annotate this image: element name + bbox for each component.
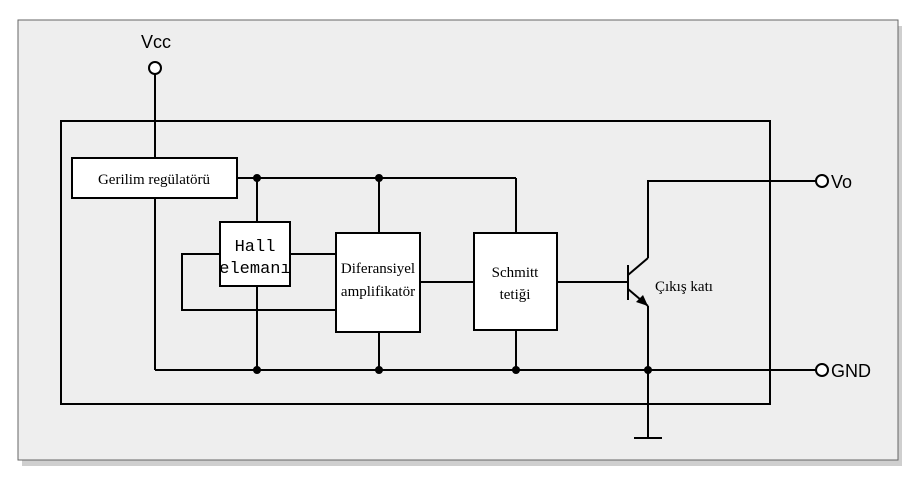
schmitt-label-line2: tetiği (500, 287, 531, 303)
vo-label: Vo (831, 172, 852, 192)
regulator-label: Gerilim regülatörü (98, 172, 211, 188)
hall-label-line1: Hall (235, 238, 276, 257)
schmitt-label-line1: Schmitt (492, 265, 540, 281)
vcc-label: Vcc (141, 32, 171, 52)
junction-dot (253, 174, 261, 182)
amp-label-line1: Diferansiyel (341, 261, 415, 277)
junction-dot (375, 366, 383, 374)
vo-terminal (815, 174, 829, 188)
vcc-terminal (148, 61, 162, 75)
junction-dot (644, 366, 652, 374)
gnd-label: GND (831, 361, 871, 381)
junction-dot (253, 366, 261, 374)
amp-label-line2: amplifikatör (341, 284, 415, 300)
collector-to-vo-wire (647, 180, 816, 258)
hall-label-line2: elemanı (219, 260, 290, 279)
hall-loop-lower (181, 253, 336, 311)
emitter-arrow-icon (636, 295, 648, 306)
transistor-collector (627, 257, 649, 276)
gnd-terminal (815, 363, 829, 377)
differential-amplifier-block (335, 232, 421, 333)
diagram-panel (17, 19, 899, 461)
junction-dot (512, 366, 520, 374)
junction-dot (375, 174, 383, 182)
ic-boundary (60, 120, 771, 405)
schmitt-trigger-block (473, 232, 558, 331)
hall-element-block (219, 221, 291, 287)
regulator-block (71, 157, 238, 199)
output-stage-label: Çıkış katı (655, 279, 713, 295)
